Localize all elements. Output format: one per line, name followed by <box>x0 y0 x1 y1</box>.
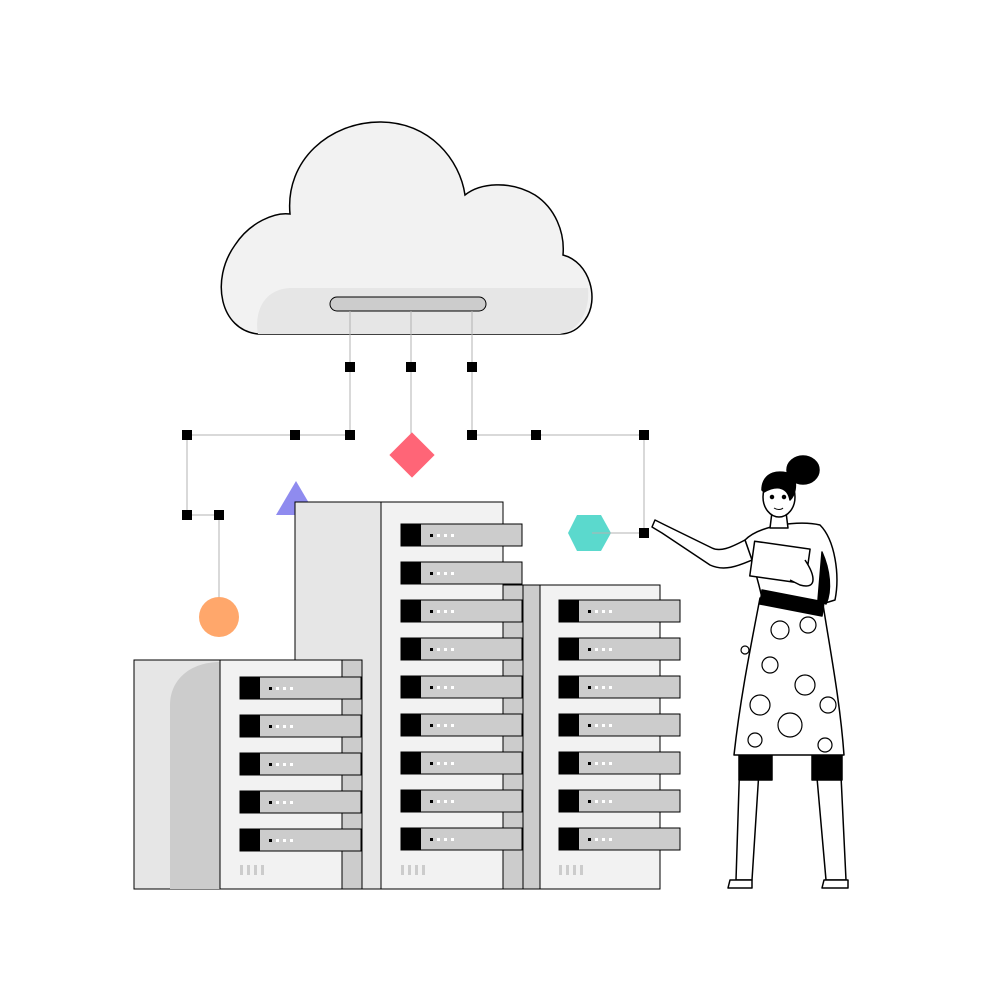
vent <box>580 865 583 875</box>
server-slot <box>239 714 362 738</box>
server-slot <box>558 637 681 661</box>
woman-figure <box>651 455 849 889</box>
connector-node <box>345 362 355 372</box>
connector-node <box>467 362 477 372</box>
server-slot <box>400 751 523 775</box>
vent <box>240 865 243 875</box>
server-slot <box>239 828 362 852</box>
server-slot <box>400 713 523 737</box>
vent <box>415 865 418 875</box>
connector-node <box>406 362 416 372</box>
cloud <box>220 121 593 335</box>
server-slot <box>400 789 523 813</box>
connector-node <box>467 430 477 440</box>
connector-node <box>182 510 192 520</box>
vent <box>422 865 425 875</box>
server-slot <box>558 789 681 813</box>
server-slot <box>558 599 681 623</box>
server-slot <box>558 751 681 775</box>
server-slot <box>400 637 523 661</box>
server-slot <box>400 827 523 851</box>
server-slot <box>400 675 523 699</box>
server-slot <box>400 523 523 547</box>
server-slot <box>400 599 523 623</box>
connector-node <box>214 510 224 520</box>
connector-node <box>639 430 649 440</box>
hexagon-shape <box>568 515 611 551</box>
vent <box>566 865 569 875</box>
server-slots <box>239 523 681 875</box>
server-slot <box>239 790 362 814</box>
vent <box>261 865 264 875</box>
vent <box>401 865 404 875</box>
server-slot <box>400 561 523 585</box>
vent <box>559 865 562 875</box>
connector-node <box>639 528 649 538</box>
connector-node <box>345 430 355 440</box>
circle-shape <box>199 597 239 637</box>
connector-node <box>531 430 541 440</box>
vent <box>254 865 257 875</box>
server-slot <box>239 676 362 700</box>
server-slot <box>558 713 681 737</box>
vent <box>247 865 250 875</box>
cloud-slot <box>329 296 487 312</box>
vent <box>408 865 411 875</box>
connector-node <box>290 430 300 440</box>
connector-nodes <box>182 362 649 538</box>
server-slot <box>558 675 681 699</box>
connector-node <box>182 430 192 440</box>
diamond-shape <box>389 432 435 478</box>
server-slot <box>558 827 681 851</box>
server-slot <box>239 752 362 776</box>
vent <box>573 865 576 875</box>
